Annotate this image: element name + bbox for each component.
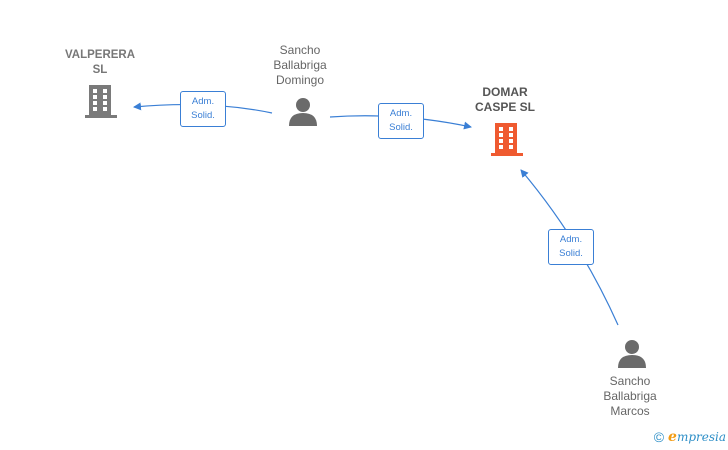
node-label-line: SL [92, 64, 108, 76]
node-label-sancho-marcos: Sancho Ballabriga Marcos [590, 374, 670, 419]
brand-rest: mpresia [676, 430, 726, 444]
brand-initial: e [668, 429, 677, 445]
node-label-line: Ballabriga [273, 58, 327, 72]
edge-label-adm-solid[interactable]: Adm. Solid. [180, 91, 226, 127]
node-label-domar: DOMAR CASPE SL [465, 85, 545, 115]
empresia-logo: © empresia [654, 428, 726, 446]
edge-label-line: Solid. [389, 122, 413, 133]
node-label-line: Sancho [279, 43, 321, 57]
node-label-sancho-domingo: Sancho Ballabriga Domingo [260, 43, 340, 88]
edge-label-adm-solid[interactable]: Adm. Solid. [378, 103, 424, 139]
copyright-icon: © [653, 429, 665, 445]
node-label-line: Domingo [275, 73, 325, 87]
node-label-line: VALPERERA [64, 49, 136, 61]
edge-label-adm-solid[interactable]: Adm. Solid. [548, 229, 594, 265]
node-label-valperera: VALPERERA SL [60, 48, 140, 78]
edge-label-line: Adm. [191, 96, 215, 107]
person-icon[interactable] [288, 97, 318, 127]
node-label-line: Sancho [609, 374, 651, 388]
node-label-line: Marcos [610, 404, 650, 418]
edge-label-line: Solid. [559, 248, 583, 259]
node-label-line: CASPE SL [474, 100, 535, 114]
person-icon[interactable] [617, 339, 647, 369]
edge-label-line: Solid. [191, 110, 215, 121]
edge-label-line: Adm. [559, 234, 583, 245]
brand-name: empresia [668, 429, 726, 445]
edge-label-line: Adm. [389, 108, 413, 119]
node-label-line: Ballabriga [603, 389, 657, 403]
node-label-line: DOMAR [482, 85, 528, 99]
building-icon-highlighted[interactable] [491, 121, 523, 157]
building-icon[interactable] [85, 83, 117, 119]
